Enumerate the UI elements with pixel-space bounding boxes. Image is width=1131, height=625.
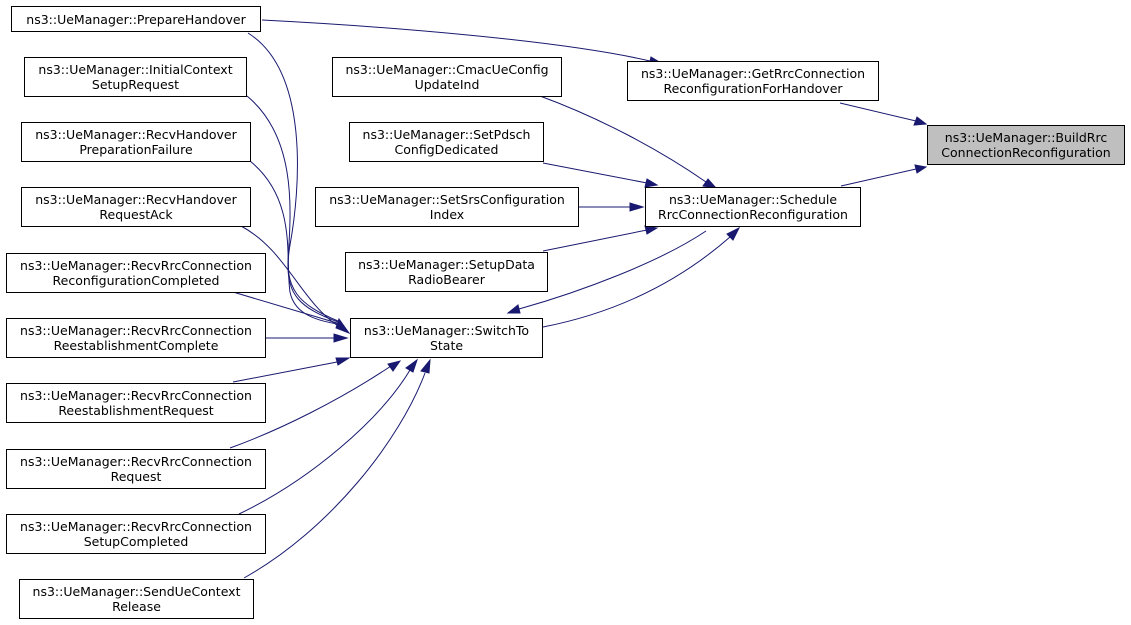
node-label-line2: RequestAck bbox=[99, 207, 173, 222]
arrowhead-switch-bottom-b bbox=[405, 358, 418, 373]
edge-reconf-done-to-switch bbox=[232, 291, 338, 324]
node-label-line2: ReconfigurationForHandover bbox=[663, 81, 843, 96]
node-label-line1: ns3::UeManager::BuildRrc bbox=[944, 130, 1108, 145]
node-recv-handover-request-ack[interactable]: ns3::UeManager::RecvHandover RequestAck bbox=[21, 187, 251, 227]
node-label-line2: Request bbox=[110, 469, 162, 484]
node-label-line2: ConfigDedicated bbox=[394, 142, 499, 157]
node-label-line2: Index bbox=[429, 207, 465, 222]
node-label-line1: ns3::UeManager::RecvHandover bbox=[35, 127, 237, 142]
node-label-line1: ns3::UeManager::PrepareHandover bbox=[26, 11, 246, 27]
node-label-line2: ReconfigurationCompleted bbox=[52, 273, 220, 288]
node-label-line1: ns3::UeManager::InitialContext bbox=[38, 62, 233, 77]
node-label-line2: ConnectionReconfiguration bbox=[941, 145, 1111, 160]
arrowhead-build-lower bbox=[914, 164, 928, 174]
arrowhead-srs bbox=[629, 202, 645, 212]
node-label-line1: ns3::UeManager::RecvRrcConnection bbox=[20, 454, 252, 469]
node-label-line2: ReestablishmentRequest bbox=[58, 403, 214, 418]
arrowhead-switch-lower-left bbox=[335, 357, 351, 366]
node-label-line1: ns3::UeManager::RecvRrcConnection bbox=[20, 258, 252, 273]
node-label-line2: UpdateInd bbox=[414, 77, 480, 92]
node-schedule-rrc-connection-reconfiguration[interactable]: ns3::UeManager::Schedule RrcConnectionRe… bbox=[645, 187, 861, 227]
node-recv-rrc-connection-request[interactable]: ns3::UeManager::RecvRrcConnection Reques… bbox=[6, 449, 266, 489]
node-get-rrc-connection-reconfiguration-for-handover[interactable]: ns3::UeManager::GetRrcConnection Reconfi… bbox=[627, 61, 879, 101]
edge-ho-prep-fail-to-switch bbox=[249, 160, 339, 325]
node-prepare-handover[interactable]: ns3::UeManager::PrepareHandover bbox=[11, 6, 261, 32]
arrowhead-switch-from-schedule bbox=[506, 304, 521, 314]
node-recv-rrc-connection-reestablishment-complete[interactable]: ns3::UeManager::RecvRrcConnection Reesta… bbox=[6, 318, 266, 358]
node-label-line2: SetupCompleted bbox=[83, 534, 189, 549]
edge-schedule-to-build bbox=[840, 168, 917, 187]
arrowhead-pdsch bbox=[644, 178, 659, 188]
node-label-line1: ns3::UeManager::SetSrsConfiguration bbox=[329, 192, 565, 207]
node-recv-rrc-connection-reestablishment-request[interactable]: ns3::UeManager::RecvRrcConnection Reesta… bbox=[6, 383, 266, 423]
arrowhead-switch-mid bbox=[333, 333, 349, 343]
node-build-rrc-connection-reconfiguration: ns3::UeManager::BuildRrc ConnectionRecon… bbox=[927, 125, 1125, 165]
arrowhead-switch-left bbox=[335, 317, 351, 335]
node-initial-context-setup-request[interactable]: ns3::UeManager::InitialContext SetupRequ… bbox=[24, 57, 247, 97]
node-recv-rrc-connection-reconfiguration-completed[interactable]: ns3::UeManager::RecvRrcConnection Reconf… bbox=[6, 253, 266, 293]
node-label-line2: State bbox=[429, 338, 464, 353]
node-switch-to-state[interactable]: ns3::UeManager::SwitchTo State bbox=[350, 318, 543, 358]
node-label-line1: ns3::UeManager::GetRrcConnection bbox=[640, 66, 866, 81]
node-label-line2: RadioBearer bbox=[408, 272, 485, 287]
edge-get-rrc-to-build bbox=[839, 102, 917, 122]
node-label-line1: ns3::UeManager::RecvRrcConnection bbox=[20, 519, 252, 534]
node-recv-rrc-connection-setup-completed[interactable]: ns3::UeManager::RecvRrcConnection SetupC… bbox=[6, 514, 266, 554]
node-label-line2: RrcConnectionReconfiguration bbox=[658, 207, 848, 222]
edge-switch-to-schedule bbox=[542, 236, 731, 328]
edge-ho-req-ack-to-switch bbox=[240, 225, 339, 327]
node-label-line1: ns3::UeManager::RecvRrcConnection bbox=[20, 323, 252, 338]
edge-setup-done-to-switch bbox=[238, 369, 411, 515]
arrowhead-setup-drb bbox=[644, 225, 659, 235]
node-label-line2: ReestablishmentComplete bbox=[53, 338, 219, 353]
node-label-line1: ns3::UeManager::SetPdsch bbox=[362, 127, 531, 142]
node-set-pdsch-config-dedicated[interactable]: ns3::UeManager::SetPdsch ConfigDedicated bbox=[349, 122, 544, 162]
node-label-line2: SetupRequest bbox=[91, 77, 180, 92]
node-set-srs-configuration-index[interactable]: ns3::UeManager::SetSrsConfiguration Inde… bbox=[315, 187, 579, 227]
edge-cmac-to-schedule bbox=[539, 95, 707, 183]
node-setup-data-radio-bearer[interactable]: ns3::UeManager::SetupData RadioBearer bbox=[345, 252, 548, 292]
edge-setup-drb-to-schedule bbox=[542, 229, 648, 252]
node-label-line1: ns3::UeManager::SendUeContext bbox=[32, 584, 241, 599]
arrowhead-switch-bottom-a bbox=[387, 360, 402, 372]
node-label-line1: ns3::UeManager::RecvHandover bbox=[35, 192, 237, 207]
node-label-line1: ns3::UeManager::CmacUeConfig bbox=[345, 62, 549, 77]
node-label-line1: ns3::UeManager::SwitchTo bbox=[363, 323, 530, 338]
node-cmac-ue-config-update-ind[interactable]: ns3::UeManager::CmacUeConfig UpdateInd bbox=[332, 57, 562, 97]
arrowhead-build-upper bbox=[913, 116, 928, 126]
arrowhead-switch-bottom-c bbox=[420, 358, 431, 374]
edge-conn-req-to-switch bbox=[229, 365, 392, 449]
node-label-line2: PreparationFailure bbox=[79, 142, 193, 157]
edge-initial-ctx-to-switch bbox=[246, 95, 339, 323]
edge-pdsch-to-schedule bbox=[542, 162, 648, 184]
arrowhead-schedule bbox=[726, 226, 741, 241]
node-label-line1: ns3::UeManager::SetupData bbox=[358, 257, 535, 272]
edge-prepare-to-switch bbox=[247, 32, 339, 322]
node-label-line1: ns3::UeManager::RecvRrcConnection bbox=[20, 388, 252, 403]
edge-prepare-to-get-rrc bbox=[261, 19, 651, 62]
node-recv-handover-preparation-failure[interactable]: ns3::UeManager::RecvHandover Preparation… bbox=[21, 122, 251, 162]
node-label-line1: ns3::UeManager::Schedule bbox=[668, 192, 838, 207]
node-label-line2: Release bbox=[112, 599, 161, 614]
edge-reest-req-to-switch bbox=[232, 361, 338, 383]
edge-send-release-to-switch bbox=[243, 372, 426, 579]
edge-schedule-to-switch bbox=[518, 230, 707, 310]
node-send-ue-context-release[interactable]: ns3::UeManager::SendUeContext Release bbox=[19, 579, 254, 619]
